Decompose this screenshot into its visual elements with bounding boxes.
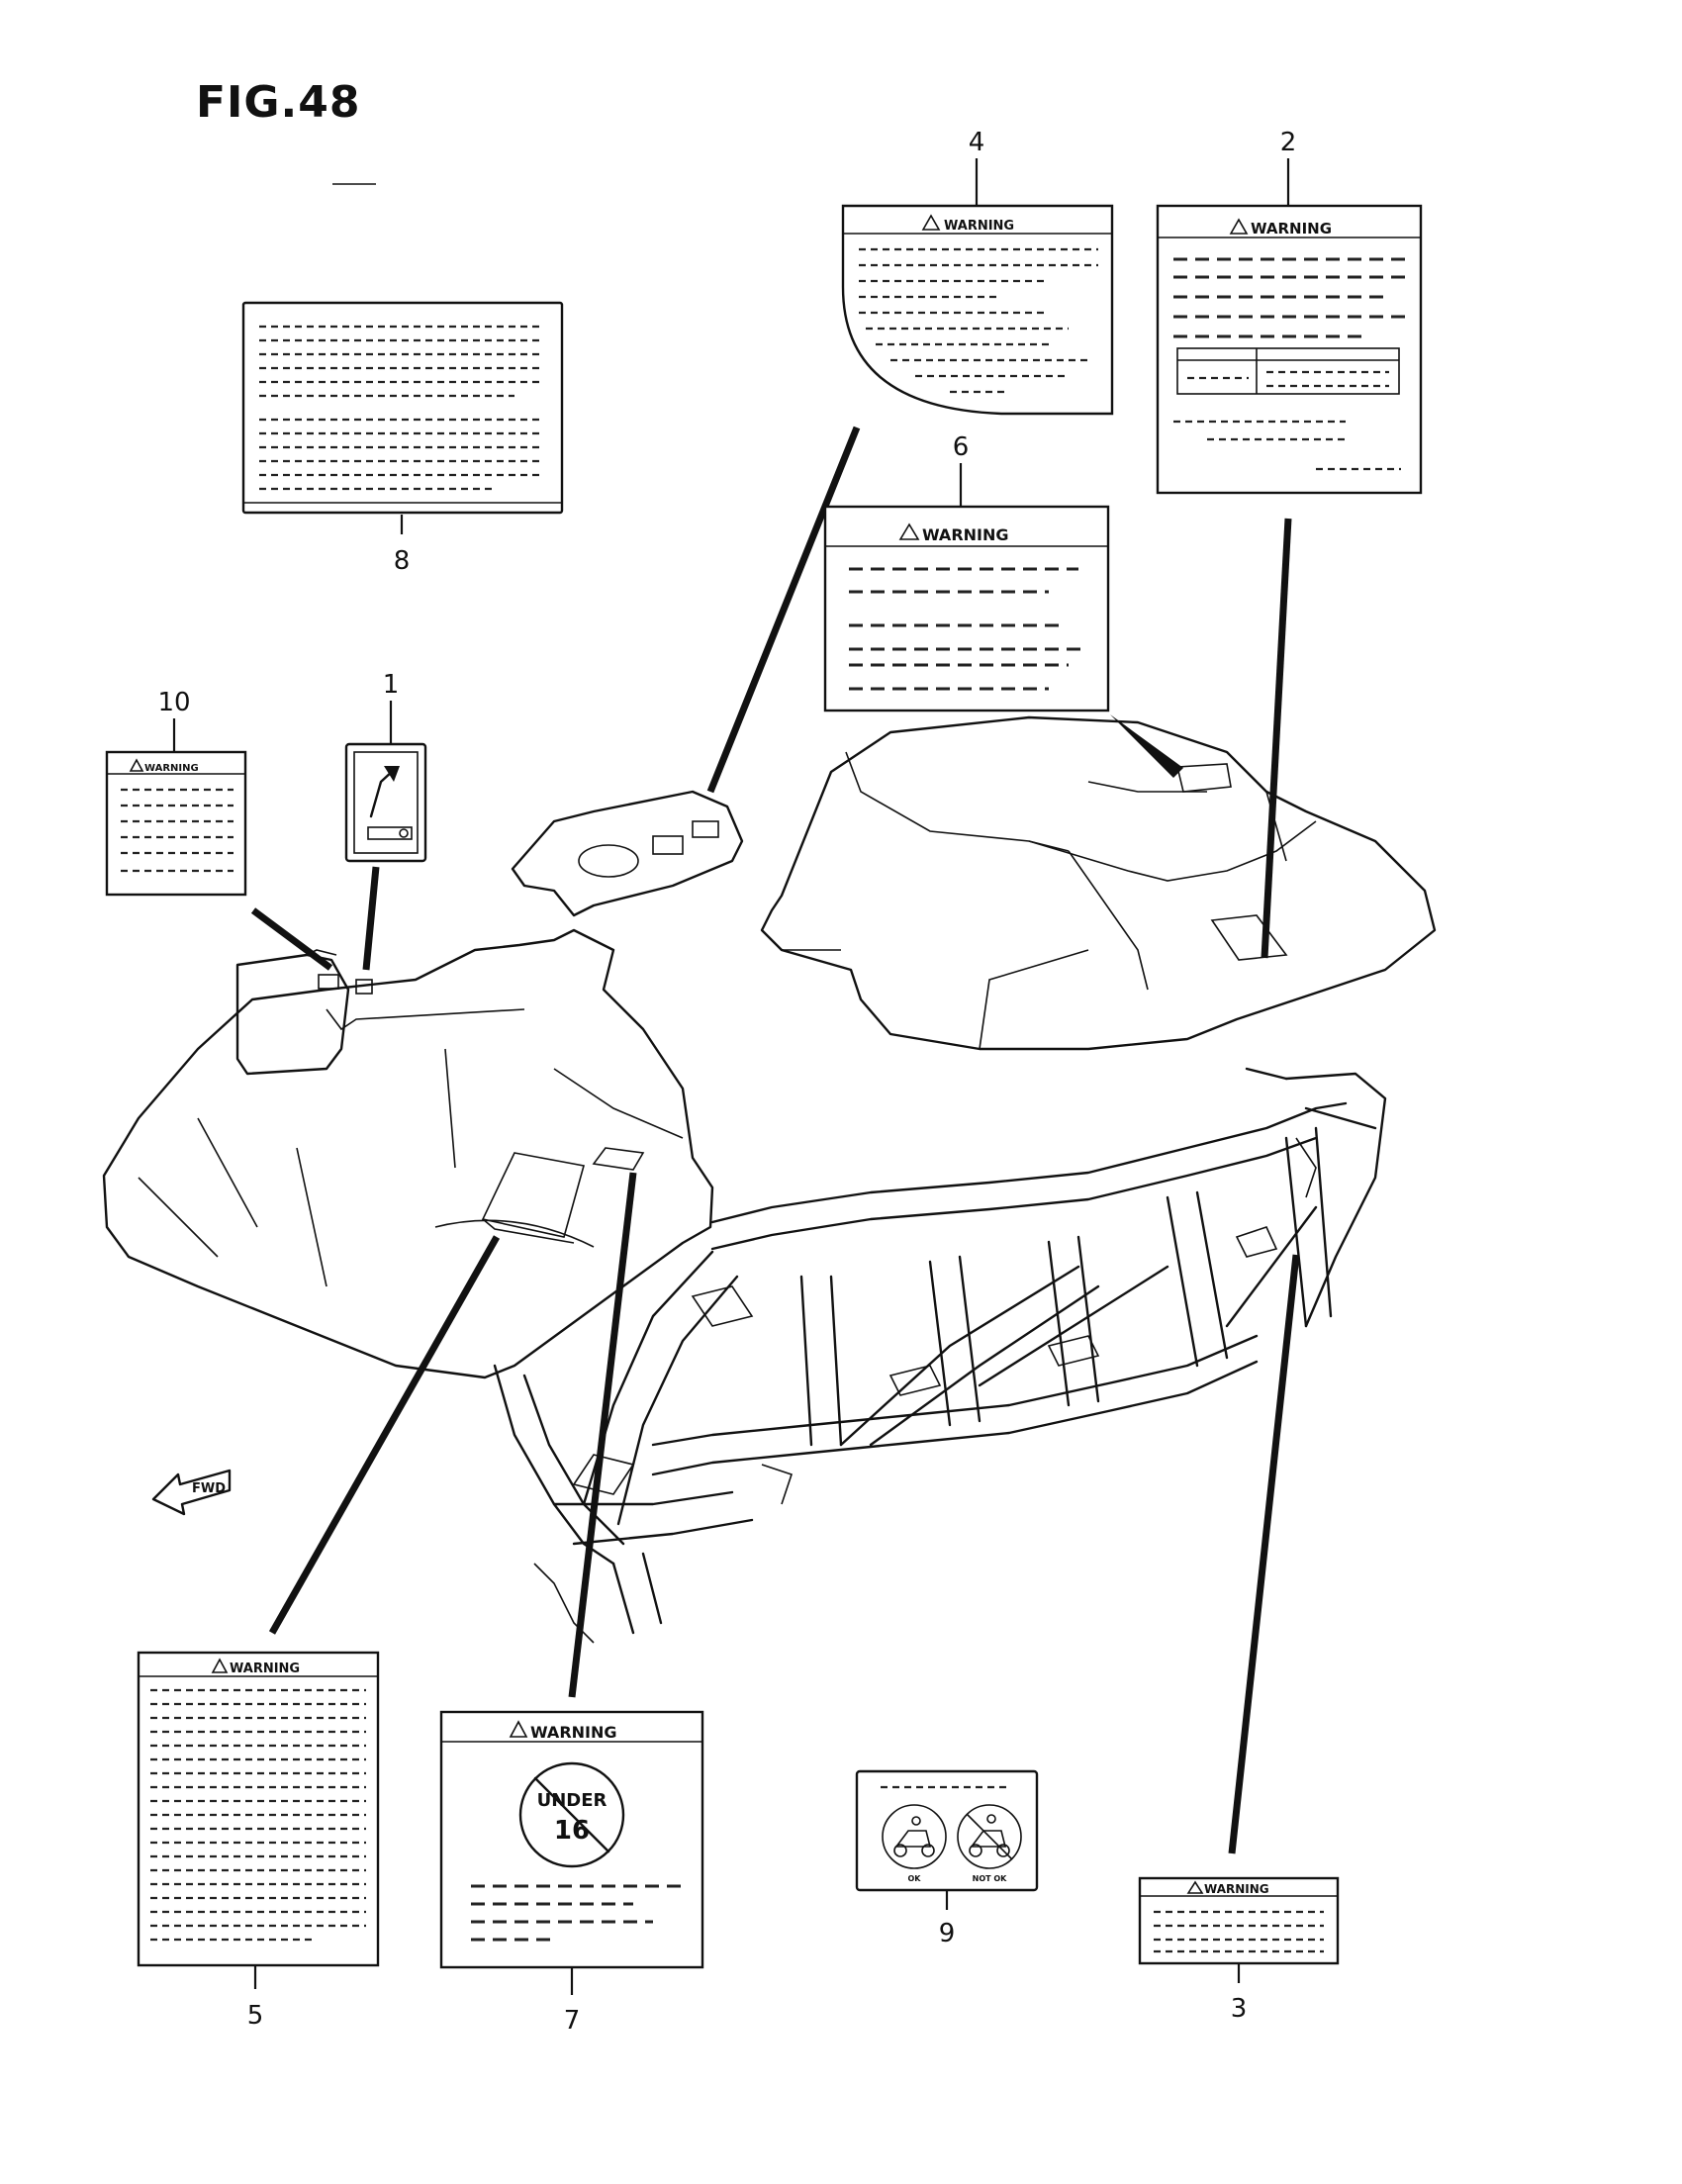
leader-6-wedge	[1110, 714, 1183, 778]
arrow-lever-icon	[367, 766, 413, 840]
label-10-warning-text: WARNING	[144, 763, 199, 774]
fuel-tank-cover[interactable]	[511, 790, 744, 917]
callout-8: 8	[394, 546, 411, 576]
rear-fender-label-6-area	[1175, 763, 1232, 793]
label-5-warning-text: WARNING	[230, 1662, 300, 1676]
callout-4: 4	[969, 128, 985, 157]
warning-triangle-icon	[129, 758, 144, 772]
callout-1: 1	[383, 670, 400, 700]
rear-fender-label-2-area	[1210, 914, 1288, 961]
warning-triangle-icon	[921, 214, 941, 231]
label-7-warning-text: WARNING	[530, 1723, 617, 1742]
label-10-text-lines	[121, 788, 234, 873]
under-text: UNDER	[537, 1790, 607, 1811]
warning-triangle-icon	[211, 1658, 229, 1673]
label-10-warning[interactable]: WARNING	[105, 750, 247, 897]
label-2-warning-text: WARNING	[1251, 220, 1332, 237]
label-6-warning-text: WARNING	[922, 525, 1009, 544]
ok-riding-icon	[882, 1804, 947, 1869]
fwd-arrow-text: FWD	[192, 1481, 226, 1496]
warning-triangle-icon	[1186, 1880, 1204, 1894]
callout-3: 3	[1231, 1994, 1248, 2024]
label-2-footer-lines	[1173, 420, 1401, 471]
label-4-text-lines	[859, 247, 1098, 394]
label-6-warning[interactable]: WARNING	[823, 505, 1110, 712]
front-fender-label-7-area	[592, 1147, 645, 1171]
chassis-frame[interactable]	[493, 1067, 1387, 1644]
label-9-ok-not-ok[interactable]: OK NOT OK	[855, 1769, 1039, 1910]
warning-triangle-icon	[509, 1720, 528, 1738]
label-5-text-lines	[150, 1688, 366, 1942]
label-4-warning[interactable]: WARNING	[841, 204, 1114, 416]
warning-triangle-icon	[898, 522, 920, 540]
callout-7: 7	[564, 2006, 581, 2036]
label-2-text-lines	[1173, 257, 1405, 338]
leader-5	[268, 1235, 501, 1635]
front-fender[interactable]	[102, 928, 714, 1379]
age-16-text: 16	[554, 1816, 590, 1846]
label-8-info-panel[interactable]	[241, 301, 564, 534]
headlight-box[interactable]	[235, 949, 373, 1076]
not-ok-caption: NOT OK	[973, 1874, 1008, 1883]
not-ok-riding-icon	[957, 1804, 1022, 1869]
rear-fender[interactable]	[760, 715, 1437, 1051]
label-4-warning-text: WARNING	[944, 219, 1014, 234]
no-under-16-icon: UNDER 16	[518, 1761, 625, 1868]
leader-7	[568, 1172, 637, 1698]
label-5-warning[interactable]: WARNING	[137, 1651, 380, 1989]
callout-10: 10	[157, 688, 190, 717]
label-3-warning-text: WARNING	[1204, 1882, 1269, 1896]
callout-9: 9	[939, 1919, 956, 1948]
label-1-choke-icon-decal[interactable]	[344, 742, 427, 863]
fwd-direction-arrow: FWD	[151, 1469, 232, 1516]
figure-title: FIG.48	[196, 77, 361, 128]
label-8-text-lines	[259, 325, 544, 491]
label-3-text-lines	[1154, 1910, 1324, 1953]
label-7-warning-age[interactable]: WARNING UNDER 16	[439, 1710, 704, 1995]
leader-3	[1228, 1254, 1300, 1854]
ok-caption: OK	[908, 1874, 922, 1883]
label-2-warning[interactable]: WARNING	[1156, 204, 1423, 495]
label-7-text-lines	[471, 1884, 683, 1942]
front-fender-label-5-area	[481, 1152, 586, 1244]
label-3-warning[interactable]: WARNING	[1138, 1876, 1340, 1983]
callout-5: 5	[247, 2001, 264, 2031]
label-6-text-lines	[849, 567, 1088, 691]
callout-2: 2	[1280, 128, 1297, 157]
warning-triangle-icon	[1229, 218, 1249, 235]
callout-6: 6	[953, 432, 970, 462]
label-2-table	[1176, 347, 1400, 395]
